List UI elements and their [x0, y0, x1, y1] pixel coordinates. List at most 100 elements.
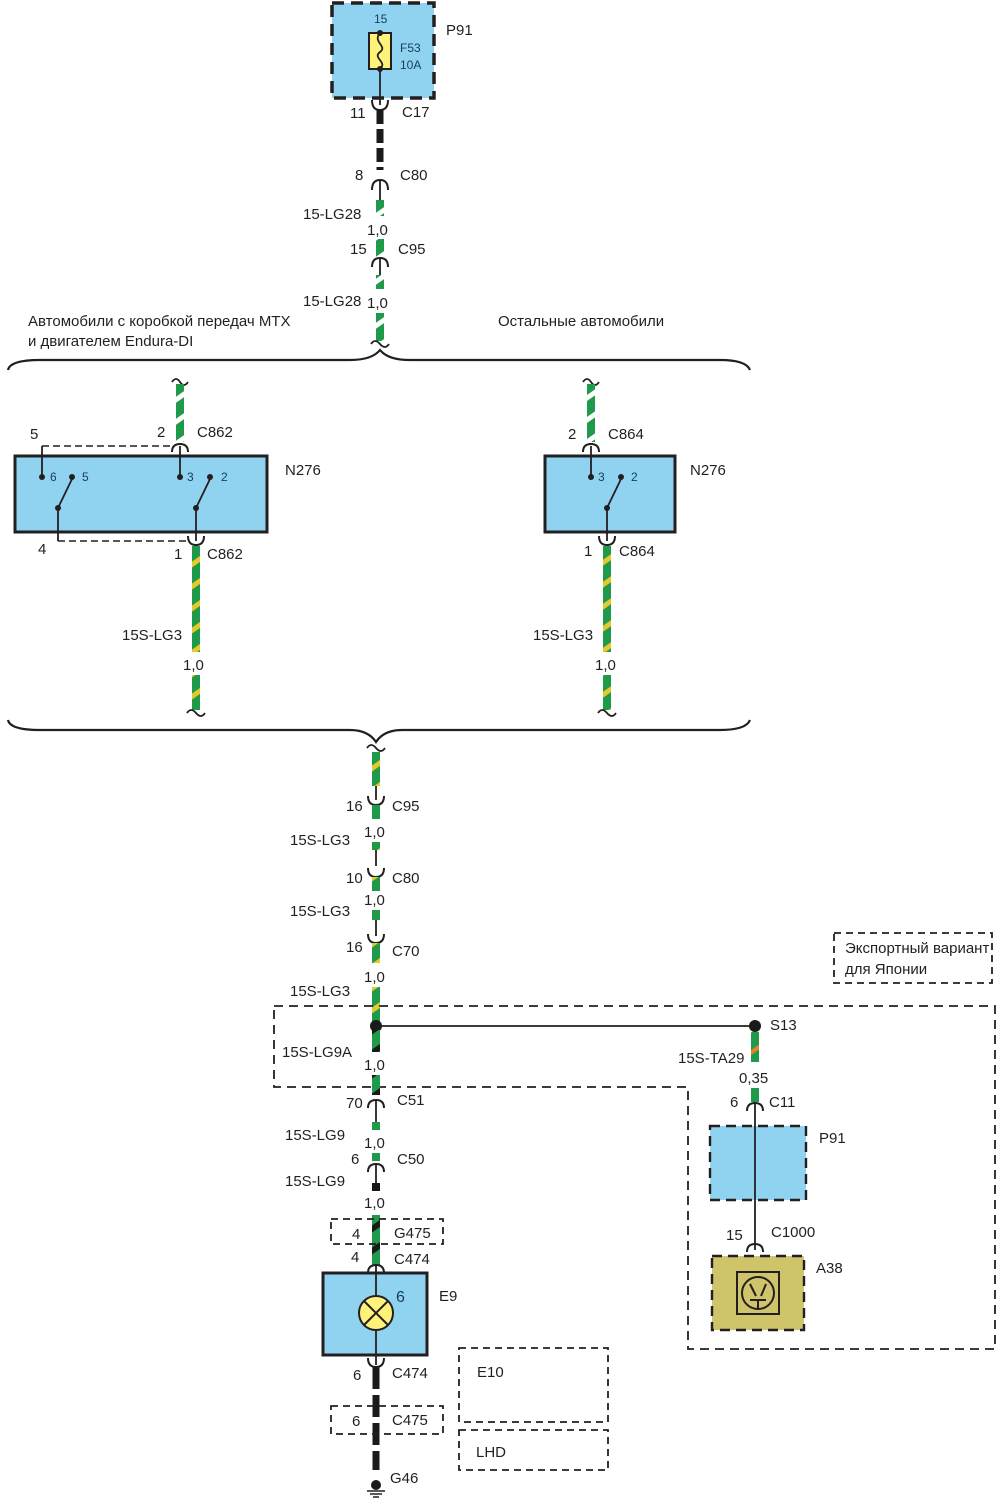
connector-name: C80	[392, 870, 420, 887]
n276-left-label: N276	[285, 462, 321, 479]
n276-left-box	[13, 454, 269, 534]
connector-pin: 4	[352, 1226, 360, 1243]
wire-green-yellow	[603, 675, 611, 710]
wire-code: 15S-LG9	[285, 1127, 345, 1144]
wire-break-icon	[186, 709, 206, 717]
connector-icon	[367, 867, 385, 879]
pin-label: 6	[50, 470, 57, 484]
connector-c864-bottom: 1 C864	[584, 535, 655, 560]
wire-code: 15S-TA29	[678, 1050, 744, 1067]
branch-caption-left-line2: и двигателем Endura-DI	[28, 333, 193, 350]
wire-green	[372, 805, 380, 819]
wire-size: 0,35	[739, 1070, 768, 1087]
connector-c95: 15 C95	[350, 241, 426, 268]
connector-pin: 70	[346, 1095, 363, 1112]
connector-c50: 6 C50	[351, 1151, 425, 1173]
connector-c80-lower: 10 C80	[346, 867, 420, 887]
connector-c80-name: C80	[400, 167, 428, 184]
fuse-pin-label: 15	[374, 12, 388, 26]
connector-pin: 6	[352, 1413, 360, 1430]
e10-frame	[458, 1347, 609, 1423]
lhd-frame	[458, 1429, 609, 1471]
wire-break-icon	[597, 709, 617, 717]
wire-green-yellow	[372, 943, 380, 963]
switch-icon	[195, 478, 211, 509]
wire-green-white	[376, 200, 384, 216]
connector-c862-bottom-pin: 1	[174, 546, 182, 563]
japan-caption-line1: Экспортный вариант	[845, 940, 989, 957]
lhd-label: LHD	[476, 1444, 506, 1461]
contact-2	[207, 474, 213, 480]
connector-c475: 6 C475	[330, 1405, 444, 1435]
lamp-pin: 6	[396, 1289, 405, 1306]
wire-green-white	[176, 384, 184, 442]
p91-label: P91	[446, 22, 473, 39]
connector-icon	[746, 1242, 764, 1253]
connector-c17-pin: 11	[350, 105, 366, 122]
wire-code: 15S-LG3	[290, 983, 350, 1000]
fuse-element-icon	[376, 32, 384, 70]
wire-break-icon	[582, 378, 600, 386]
connector-name: C50	[397, 1151, 425, 1168]
connector-pin: 16	[346, 939, 363, 956]
ground-node	[371, 1480, 381, 1490]
a38-label: A38	[816, 1260, 843, 1277]
wire-green-yellow	[603, 546, 611, 652]
wire-size: 1,0	[364, 969, 385, 986]
wire-green-white	[587, 384, 595, 442]
branch-brace-top	[6, 348, 752, 371]
transistor-icon	[736, 1271, 780, 1315]
pin-label: 3	[598, 470, 605, 484]
wire-size: 1,0	[364, 824, 385, 841]
wire-green-white	[376, 313, 384, 341]
connector-c80-pin: 8	[355, 167, 363, 184]
wire-code: 15S-LG9	[285, 1173, 345, 1190]
connector-c862-top-name: C862	[197, 424, 233, 441]
japan-region-outline	[273, 1005, 996, 1350]
wire-code: 15S-LG3	[290, 903, 350, 920]
connector-pin: 6	[351, 1151, 359, 1168]
wire-break-icon	[171, 378, 189, 386]
connector-g475: 4 G475	[330, 1218, 444, 1245]
connector-c474-top: 4 C474	[351, 1249, 430, 1274]
connector-c95-pin: 15	[350, 241, 367, 258]
connector-c862-top-pin: 2	[157, 424, 165, 441]
connector-c17: 11 C17	[350, 99, 430, 122]
connector-c864-bottom-name: C864	[619, 543, 655, 560]
wire-code: 15S-LG3	[533, 627, 593, 644]
connector-c474-bottom: 6 C474	[353, 1357, 428, 1384]
wire-green-yellow	[192, 675, 200, 710]
n276-right-label: N276	[690, 462, 726, 479]
japan-caption-line2: для Японии	[845, 961, 927, 978]
lamp-cross	[363, 1300, 389, 1326]
transistor-emitter	[749, 1283, 757, 1297]
wire-green-yellow	[372, 987, 380, 1027]
wire-size: 1,0	[364, 1057, 385, 1074]
wire-green	[372, 910, 380, 920]
connector-pin: 6	[353, 1367, 361, 1384]
connector-icon	[171, 442, 189, 453]
wire-green-yellow	[372, 877, 380, 891]
contact-3	[588, 474, 594, 480]
contact-6	[39, 474, 45, 480]
contact-2	[618, 474, 624, 480]
connector-c864-top: 2 C864	[568, 426, 644, 453]
connector-c862-bottom: 1 C862	[174, 535, 243, 563]
connector-c862-bottom-name: C862	[207, 546, 243, 563]
pin-label: 5	[82, 470, 89, 484]
wire-green-black	[372, 1030, 380, 1052]
connector-pin: 16	[346, 798, 363, 815]
connector-c864-bottom-pin: 1	[584, 543, 592, 560]
ground-g46: G46	[367, 1470, 418, 1498]
connector-c70: 16 C70	[346, 933, 420, 960]
wire-green-white	[376, 275, 384, 289]
external-pin-4: 4	[38, 541, 46, 558]
wire-size: 1,0	[595, 657, 616, 674]
japan-caption-frame	[833, 932, 993, 984]
connector-pin: 6	[730, 1094, 738, 1111]
contact-3	[177, 474, 183, 480]
wire-size: 1,0	[367, 222, 388, 239]
lamp-icon	[358, 1295, 394, 1331]
wire-green	[372, 1122, 380, 1130]
